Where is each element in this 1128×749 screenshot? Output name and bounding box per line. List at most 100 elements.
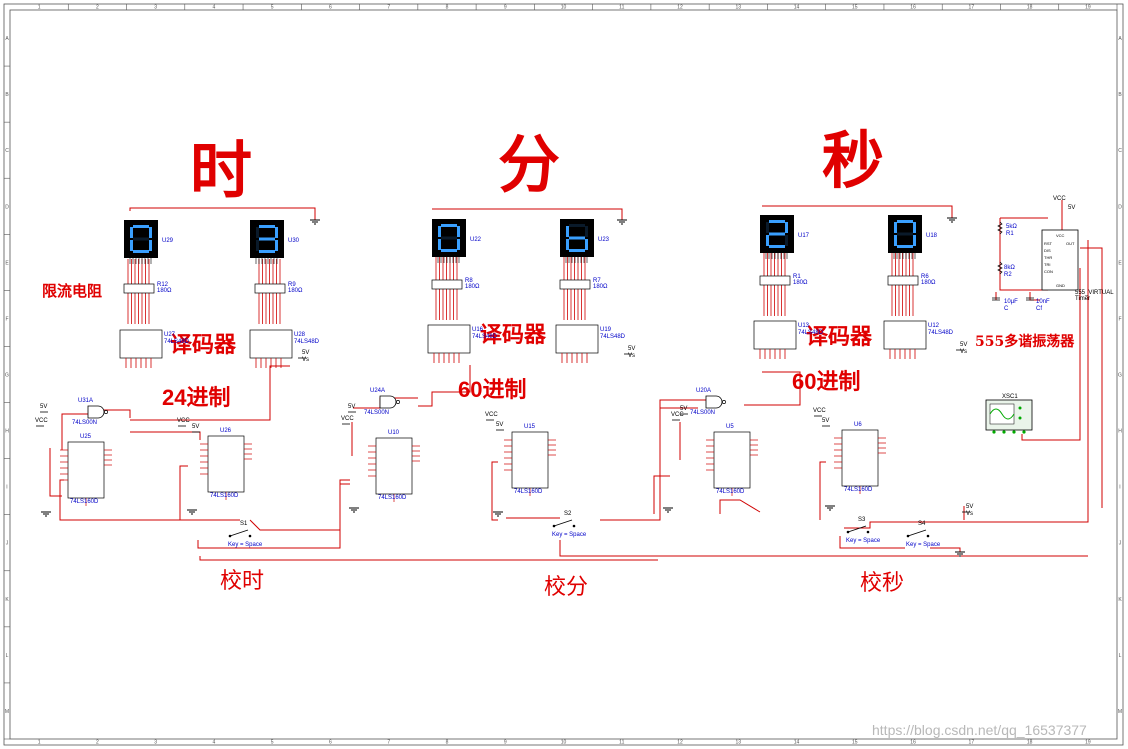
title-hour: 时 bbox=[190, 134, 253, 207]
frame-col-label-bottom: 6 bbox=[329, 740, 332, 746]
frame-col-label: 16 bbox=[910, 5, 916, 11]
decoder-body bbox=[883, 320, 927, 350]
segment-d bbox=[897, 245, 913, 248]
seven-segment-displays bbox=[124, 215, 922, 264]
frame-col-label: 12 bbox=[677, 5, 683, 11]
display-u23 bbox=[560, 219, 594, 263]
timer-r2-value: 8kΩ bbox=[1004, 265, 1015, 271]
display-u17 bbox=[760, 215, 794, 259]
decoder-ref: U16 bbox=[472, 327, 484, 333]
frame-row-label: J bbox=[6, 541, 9, 547]
label-adjust-second: 校秒 bbox=[860, 571, 905, 596]
decoder-ref: U19 bbox=[600, 327, 612, 333]
timer-c-value: 10µF bbox=[1004, 299, 1018, 305]
timer-pin-label: DIS bbox=[1044, 248, 1051, 253]
segment-e bbox=[894, 235, 897, 246]
frame-col-label-bottom: 13 bbox=[736, 740, 742, 746]
frame-row-label-right: L bbox=[1119, 653, 1122, 659]
timer-type: Timer bbox=[1075, 296, 1091, 302]
vcc-symbols bbox=[36, 349, 970, 513]
frame-col-label: 13 bbox=[736, 5, 742, 11]
timer-pin-label: VCC bbox=[1056, 233, 1065, 238]
frame-row-label: E bbox=[5, 260, 9, 266]
frame-col-label-bottom: 12 bbox=[677, 740, 683, 746]
switches bbox=[228, 519, 930, 538]
segment-b bbox=[457, 226, 460, 237]
vcc-label: VCC bbox=[485, 412, 498, 418]
v5-label: 5V bbox=[496, 422, 504, 428]
timer-pin-label: GND bbox=[1056, 283, 1065, 288]
frame-row-label-right: B bbox=[1118, 92, 1122, 98]
timer-r1-value: 5kΩ bbox=[1006, 224, 1017, 230]
decoder-part: 74LS48D bbox=[164, 339, 190, 345]
vcc-label: VCC bbox=[177, 418, 190, 424]
timer-r2-ref: R2 bbox=[1004, 272, 1012, 278]
frame-col-label-bottom: 3 bbox=[154, 740, 157, 746]
v5-label: 5V bbox=[960, 342, 968, 348]
timer-r1-symbol bbox=[997, 221, 1003, 235]
segment-a bbox=[441, 224, 457, 227]
frame-row-label: I bbox=[6, 485, 7, 491]
nand-gates bbox=[87, 395, 726, 419]
switch-s4 bbox=[906, 529, 930, 538]
switch-contact bbox=[248, 534, 252, 538]
switch-contact bbox=[228, 534, 232, 538]
vs-label: Vs bbox=[302, 357, 310, 363]
watermark: https://blog.csdn.net/qq_16537377 bbox=[872, 722, 1087, 738]
frame-col-label-bottom: 10 bbox=[561, 740, 567, 746]
resistor-array-r12 bbox=[123, 283, 155, 294]
switch-key: Key = Space bbox=[906, 542, 941, 548]
label-current-limit: 限流电阻 bbox=[42, 282, 103, 300]
decoder-body bbox=[753, 320, 797, 350]
frame-col-label: 10 bbox=[561, 5, 567, 11]
counter-part: 74LS160D bbox=[514, 489, 543, 495]
frame-col-label: 9 bbox=[504, 5, 507, 11]
segment-a bbox=[259, 225, 275, 228]
decoder-part: 74LS48D bbox=[798, 330, 824, 336]
decoder-part: 74LS48D bbox=[928, 330, 954, 336]
segment-d bbox=[769, 245, 785, 248]
frame-row-label: M bbox=[5, 709, 9, 715]
counter-body bbox=[511, 431, 549, 489]
label-base-60-second: 60进制 bbox=[792, 369, 861, 394]
frame-col-label: 18 bbox=[1027, 5, 1033, 11]
frame-row-label-right: A bbox=[1118, 36, 1122, 42]
switch-contact bbox=[552, 524, 556, 528]
decoder-ref: U12 bbox=[928, 323, 940, 329]
decoder-body bbox=[249, 329, 293, 359]
nand-part: 74LS00N bbox=[72, 420, 98, 426]
counter-ics bbox=[60, 429, 886, 506]
frame-col-label-bottom: 11 bbox=[619, 740, 624, 746]
frame-col-label-bottom: 2 bbox=[96, 740, 99, 746]
counter-ref: U15 bbox=[524, 424, 536, 430]
label-decoder-second: 译码器 bbox=[806, 324, 873, 350]
segment-d bbox=[441, 249, 457, 252]
display-ref: U23 bbox=[598, 237, 610, 243]
vcc-label: VCC bbox=[671, 412, 684, 418]
frame-col-label-bottom: 1 bbox=[38, 740, 41, 746]
resistor-ref: R7 bbox=[593, 278, 601, 284]
frame-col-label: 19 bbox=[1085, 5, 1091, 11]
label-555-oscillator: 555多谐振荡器 bbox=[975, 334, 1075, 350]
display-u18 bbox=[888, 215, 922, 259]
timer-pin-label: CON bbox=[1044, 269, 1053, 274]
sheet-frame bbox=[3, 3, 1124, 746]
display-ref: U22 bbox=[470, 237, 482, 243]
resistor-value: 180Ω bbox=[793, 280, 808, 286]
frame-col-label-bottom: 4 bbox=[213, 740, 216, 746]
timer-r1-ref: R1 bbox=[1006, 231, 1014, 237]
ground-symbols bbox=[41, 217, 965, 557]
vs-label: Vs bbox=[966, 511, 974, 517]
timer-5v-label: 5V bbox=[1068, 205, 1076, 211]
segment-g bbox=[769, 232, 785, 236]
counter-u15 bbox=[504, 431, 556, 496]
decoder-u13 bbox=[753, 320, 797, 359]
segment-f bbox=[894, 222, 897, 233]
resistor-body bbox=[887, 275, 919, 286]
label-decoder-minute: 译码器 bbox=[480, 322, 547, 348]
timer-cf-ref: Cf bbox=[1036, 306, 1042, 312]
v5-label: 5V bbox=[966, 504, 974, 510]
frame-row-label: G bbox=[5, 373, 9, 379]
segment-c bbox=[585, 239, 588, 250]
segment-b bbox=[785, 222, 788, 233]
